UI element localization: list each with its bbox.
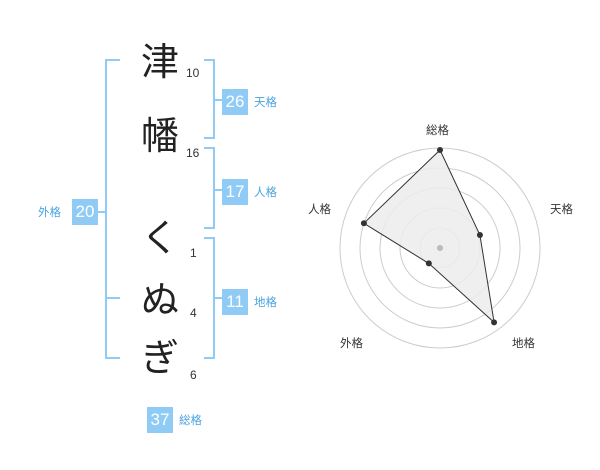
radar-point	[437, 147, 443, 153]
radar-axis-label-tenkaku: 天格	[550, 202, 573, 216]
chikaku-label: 地格	[254, 295, 277, 309]
radar-point	[425, 260, 432, 267]
radar-point	[476, 232, 483, 239]
radar-point	[491, 319, 498, 326]
gaikaku-label: 外格	[38, 205, 61, 219]
stroke-count: 4	[190, 306, 197, 320]
stroke-count: 10	[186, 66, 200, 80]
name-char: く	[140, 216, 179, 260]
chikaku-bracket	[204, 237, 215, 359]
name-char: ぬ	[140, 278, 179, 322]
brackets	[96, 59, 222, 359]
jinkaku-bracket	[204, 147, 215, 229]
gaikaku-bracket	[105, 59, 120, 359]
jinkaku-badge: 17	[222, 179, 248, 205]
radar-value-polygon	[363, 149, 495, 324]
soukaku-label: 総格	[179, 413, 202, 427]
tenkaku-bracket	[204, 59, 215, 139]
name-char: ぎ	[140, 336, 179, 380]
chikaku-badge: 11	[222, 289, 248, 315]
radar-center-dot	[437, 245, 443, 251]
tenkaku-badge: 26	[222, 89, 248, 115]
name-char: 津	[140, 40, 179, 84]
tenkaku-label: 天格	[254, 95, 277, 109]
radar-axis-label-gaikaku: 外格	[340, 336, 363, 350]
jinkaku-label: 人格	[254, 185, 277, 199]
radar-axis-label-chikaku: 地格	[512, 336, 535, 350]
stroke-count: 6	[190, 368, 197, 382]
radar-chart	[339, 147, 541, 349]
stroke-count: 1	[190, 246, 197, 260]
name-char: 幡	[140, 114, 179, 158]
radar-axis-label-jinkaku: 人格	[308, 202, 331, 216]
soukaku-badge: 37	[147, 407, 173, 433]
radar-point	[360, 220, 367, 227]
stroke-count: 16	[186, 146, 200, 160]
radar-axis-label-soukaku: 総格	[426, 123, 449, 137]
gaikaku-badge: 20	[72, 199, 98, 225]
